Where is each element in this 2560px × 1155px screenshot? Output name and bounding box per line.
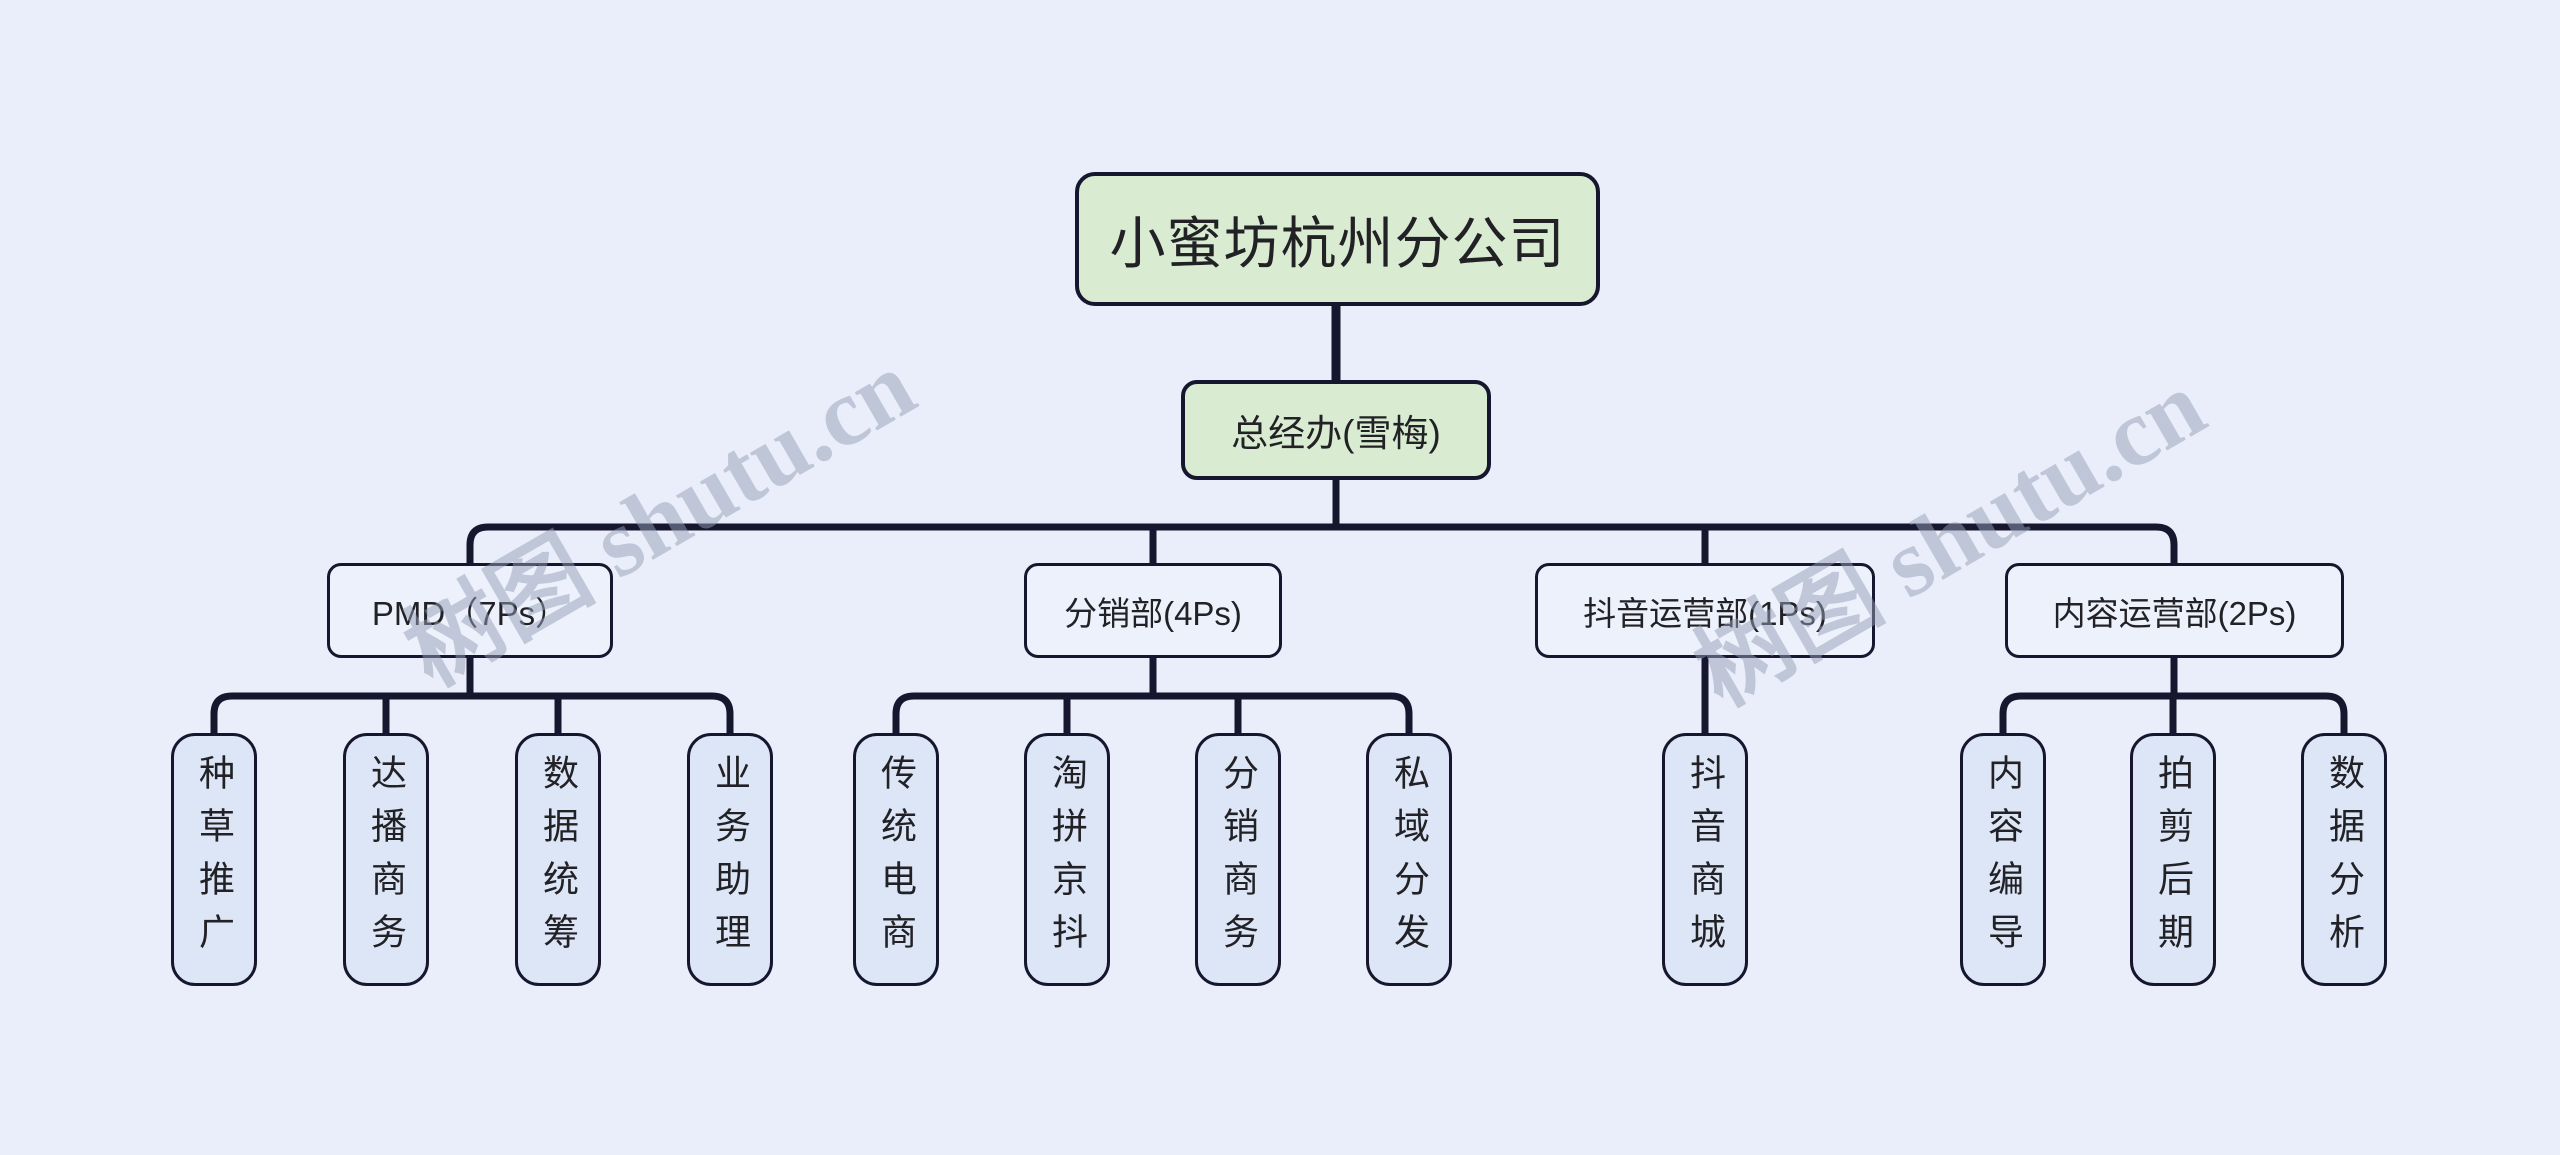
node-team-taopin-jingdou[interactable]: 淘拼京抖 (1024, 733, 1110, 986)
node-team-yewu-zhuli[interactable]: 业务助理 (687, 733, 773, 986)
node-team-shuju-tongchou[interactable]: 数据统筹 (515, 733, 601, 986)
node-team-zhongcao-tuiguang[interactable]: 种草推广 (171, 733, 257, 986)
node-team-fenxiao-shangwu[interactable]: 分销商务 (1195, 733, 1281, 986)
node-dept-content-ops[interactable]: 内容运营部(2Ps) (2005, 563, 2344, 658)
node-team-neirong-biandao[interactable]: 内容编导 (1960, 733, 2046, 986)
connector-pmd-rail (210, 692, 734, 733)
node-team-chuantong-dianshang[interactable]: 传统电商 (853, 733, 939, 986)
node-dept-douyin-ops[interactable]: 抖音运营部(1Ps) (1535, 563, 1875, 658)
node-team-douyin-shangcheng[interactable]: 抖音商城 (1662, 733, 1748, 986)
node-dept-pmd[interactable]: PMD（7Ps） (327, 563, 613, 658)
node-team-siyu-fenfa[interactable]: 私域分发 (1366, 733, 1452, 986)
node-gm-office[interactable]: 总经办(雪梅) (1181, 380, 1491, 480)
node-team-paijian-houqi[interactable]: 拍剪后期 (2130, 733, 2216, 986)
node-team-dabo-shangwu[interactable]: 达播商务 (343, 733, 429, 986)
node-company-root[interactable]: 小蜜坊杭州分公司 (1075, 172, 1600, 306)
node-team-shuju-fenxi[interactable]: 数据分析 (2301, 733, 2387, 986)
connector-fenxiao-rail (892, 692, 1413, 733)
node-dept-distribution[interactable]: 分销部(4Ps) (1024, 563, 1282, 658)
connector-dept-bus (466, 523, 2178, 563)
